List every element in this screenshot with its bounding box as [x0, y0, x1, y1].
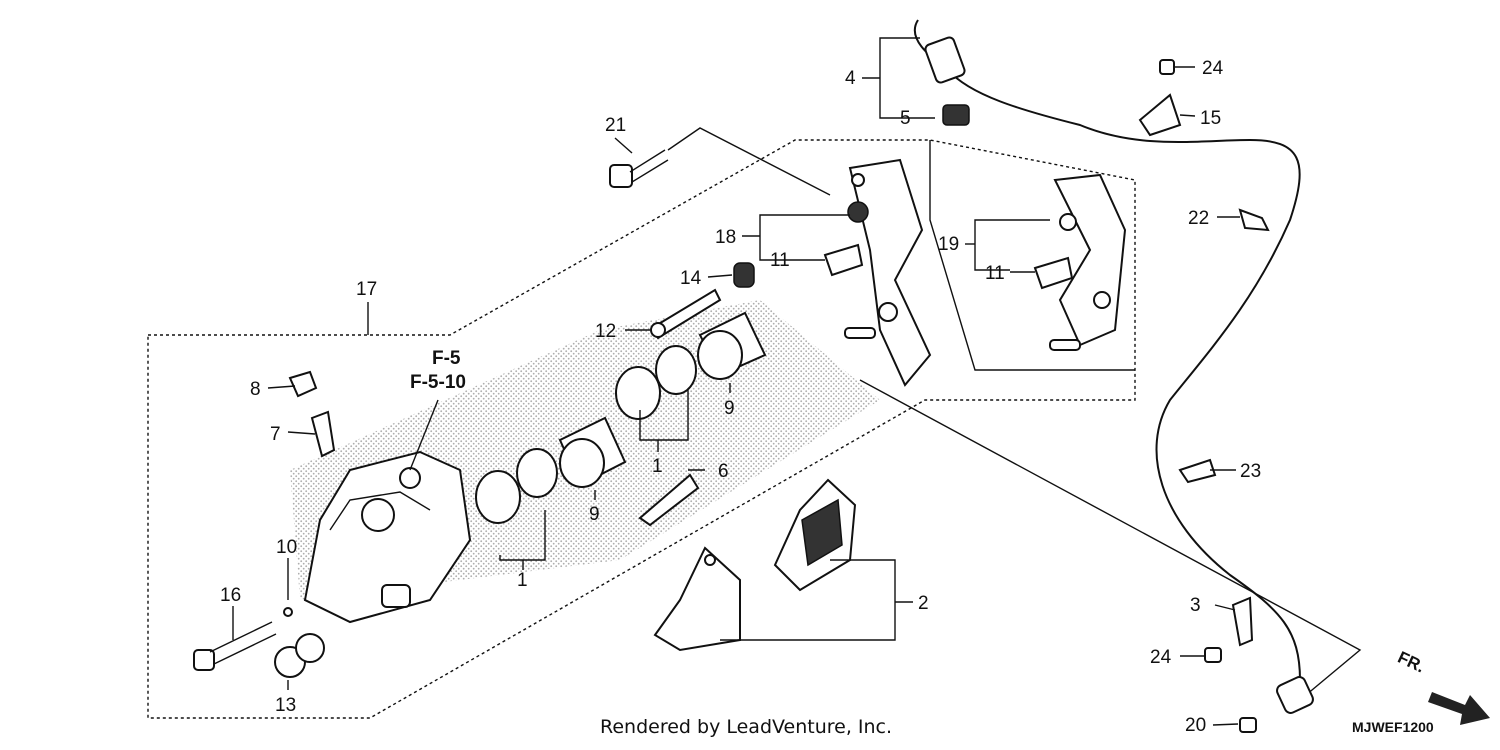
- caliper-bracket: [844, 158, 932, 387]
- cable-clip: [1238, 208, 1270, 232]
- reference-leader: [409, 399, 439, 471]
- leader-21: [667, 127, 831, 196]
- callout-24: 24: [1150, 647, 1172, 668]
- callout-1: 1: [517, 570, 528, 591]
- callout-leaders: [232, 37, 1240, 726]
- callout-8: 8: [250, 379, 261, 400]
- pad-spring: [823, 243, 864, 277]
- callout-16: 16: [220, 585, 241, 606]
- caliper-body: [303, 450, 472, 624]
- callout-4: 4: [845, 68, 856, 89]
- callout-19: 19: [938, 234, 959, 255]
- callout-6: 6: [718, 461, 729, 482]
- callout-9: 9: [724, 398, 735, 419]
- diagram-code: MJWEF1200: [1352, 719, 1434, 735]
- callout-17: 17: [356, 279, 377, 300]
- piston-large: [697, 311, 767, 380]
- callout-14: 14: [680, 268, 702, 289]
- footer-credit: Rendered by LeadVenture, Inc.: [600, 716, 892, 738]
- assembly-19-boundary: [929, 140, 1135, 371]
- caliper-pin-bolt: [193, 621, 277, 671]
- callout-11: 11: [770, 250, 790, 271]
- front-direction-arrow: FR.: [1395, 648, 1490, 725]
- sensor-holder: [1231, 596, 1254, 647]
- direction-label: FR.: [1395, 648, 1428, 677]
- callout-2: 2: [918, 593, 929, 614]
- cable-bracket: [1138, 93, 1182, 137]
- grommet: [942, 104, 970, 126]
- callout-1: 1: [652, 456, 663, 477]
- callout-5: 5: [900, 108, 911, 129]
- callout-18: 18: [715, 227, 736, 248]
- seal-ring: [615, 366, 661, 420]
- pad-spring: [1033, 256, 1074, 290]
- callout-13: 13: [275, 695, 296, 716]
- pin-boot: [733, 262, 755, 288]
- caliper-bracket-alt: [1049, 173, 1127, 351]
- piston-small: [558, 416, 627, 488]
- reference-line-1: F-5: [432, 348, 461, 369]
- brake-pad: [653, 546, 741, 652]
- callout-24: 24: [1202, 58, 1224, 79]
- callout-12: 12: [595, 321, 616, 342]
- slide-pin: [650, 288, 722, 340]
- seal-ring: [655, 345, 697, 395]
- callout-3: 3: [1190, 595, 1201, 616]
- wheel-speed-sensor: [914, 19, 1314, 714]
- pad-retainer: [638, 473, 700, 527]
- callout-9: 9: [589, 504, 600, 525]
- callout-20: 20: [1185, 715, 1206, 736]
- bolt-small: [1239, 717, 1257, 733]
- callout-22: 22: [1188, 208, 1209, 229]
- caliper-plug: [274, 633, 325, 678]
- callout-11: 11: [985, 263, 1005, 284]
- callout-21: 21: [605, 115, 626, 136]
- callout-23: 23: [1240, 461, 1261, 482]
- seal-ring: [475, 470, 521, 524]
- callout-7: 7: [270, 424, 281, 445]
- bleeder-cap: [288, 370, 318, 398]
- bolt-small: [1159, 59, 1175, 75]
- assembly-17-boundary: [147, 139, 1136, 719]
- cable-clamp: [1178, 458, 1217, 484]
- callout-15: 15: [1200, 108, 1221, 129]
- leader-sensor-box: [859, 379, 1362, 701]
- bleeder-valve: [310, 410, 336, 458]
- mounting-bolt: [609, 149, 669, 188]
- reference-line-2: F-5-10: [410, 372, 466, 393]
- callout-10: 10: [276, 537, 297, 558]
- seal-ring: [516, 448, 558, 498]
- washer: [283, 607, 293, 617]
- bolt-small: [1204, 647, 1222, 663]
- brake-pad: [773, 478, 857, 592]
